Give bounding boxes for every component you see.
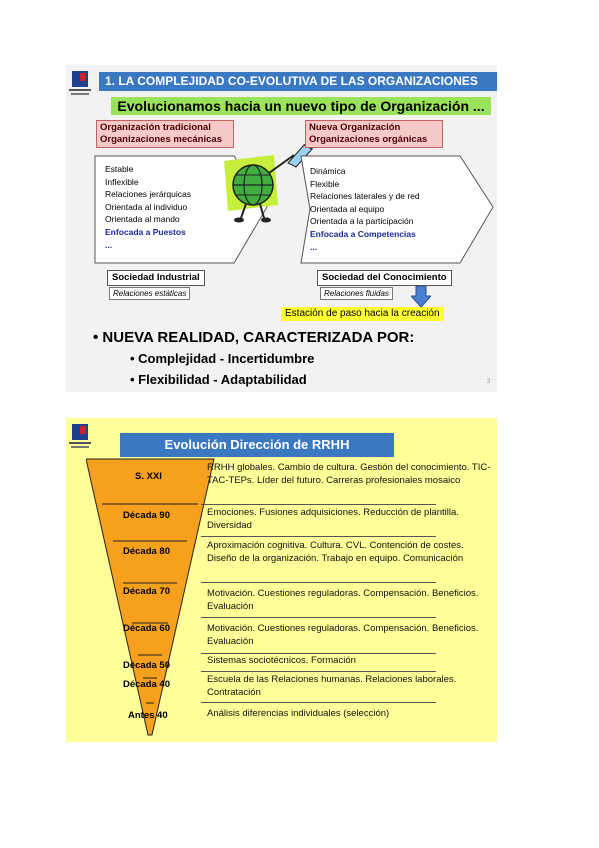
list-item-highlight: Enfocada a Puestos (105, 226, 186, 237)
right-heading-1: Nueva Organización (309, 122, 401, 133)
era-label: Década 70 (123, 586, 171, 597)
era-description: Motivación. Cuestiones reguladoras. Comp… (207, 623, 479, 647)
university-logo (69, 424, 91, 450)
station-label: Estación de paso hacia la creación (281, 307, 444, 321)
evolution-funnel (86, 458, 215, 736)
list-item: ... (310, 241, 318, 252)
sub-bullet-2-text: Flexibilidad - Adaptabilidad (138, 372, 307, 387)
era-description: Escuela de las Relaciones humanas. Relac… (207, 674, 457, 698)
era-label: Década 90 (123, 510, 171, 521)
era-description: Emociones. Fusiones adquisiciones. Reduc… (207, 507, 459, 531)
row-divider (201, 702, 436, 703)
sub-bullet-1-text: Complejidad - Incertidumbre (138, 351, 315, 366)
list-item: Orientada al equipo (310, 203, 385, 214)
list-item: Inflexible (105, 176, 139, 187)
sub-bullet-1: • Complejidad - Incertidumbre (130, 351, 315, 366)
list-item-highlight: Enfocada a Competencias (310, 228, 416, 239)
left-arrow-shape (94, 155, 268, 264)
slide-title: Evolución Dirección de RRHH (120, 433, 394, 457)
list-item: Orientada a la participación (310, 216, 414, 227)
down-arrow-icon (411, 286, 431, 308)
era-description: Análisis diferencias individuales (selec… (207, 708, 390, 719)
era-description: Aproximación cognitiva. Cultura. CVL. Co… (207, 540, 464, 564)
left-relations-label: Relaciones estáticas (109, 287, 191, 300)
row-divider (201, 536, 436, 537)
era-label: Década 40 (123, 679, 171, 690)
list-item: Relaciones laterales y de red (310, 191, 420, 202)
left-society-label: Sociedad Industrial (107, 270, 205, 286)
slide-title: 1. LA COMPLEJIDAD CO-EVOLUTIVA DE LAS OR… (99, 72, 497, 91)
list-item: Orientada al mando (105, 214, 180, 225)
page-number: 3 (487, 379, 491, 385)
list-item: Flexible (310, 178, 340, 189)
list-item: Orientada al individuo (105, 201, 188, 212)
era-label: Década 60 (123, 623, 171, 634)
era-description: Sistemas sociotécnicos. Formación (207, 655, 356, 666)
main-bullet-text: NUEVA REALIDAD, CARACTERIZADA POR: (102, 329, 415, 346)
right-feature-list: Dinámica Flexible Relaciones laterales y… (310, 165, 460, 253)
globe-rocket-icon (224, 135, 317, 223)
right-heading-box: Nueva Organización Organizaciones orgáni… (305, 120, 443, 148)
row-divider (201, 671, 436, 672)
list-item: Estable (105, 164, 134, 174)
era-label: Antes 40 (128, 710, 168, 721)
slide-banner: Evolucionamos hacia un nuevo tipo de Org… (111, 97, 491, 115)
sub-bullet-2: • Flexibilidad - Adaptabilidad (130, 372, 307, 387)
row-divider (201, 617, 436, 618)
main-bullet: • NUEVA REALIDAD, CARACTERIZADA POR: (93, 329, 415, 346)
slide-1: 1. LA COMPLEJIDAD CO-EVOLUTIVA DE LAS OR… (66, 65, 497, 392)
row-divider (201, 582, 436, 583)
left-feature-list: Estable Inflexible Relaciones jerárquica… (105, 163, 230, 251)
era-label: Década 80 (123, 546, 171, 557)
left-heading-1: Organización tradicional (100, 122, 211, 133)
right-society-label: Sociedad del Conocimiento (317, 270, 452, 286)
era-description: RRHH globales. Cambio de cultura. Gestió… (207, 462, 491, 486)
left-heading-box: Organización tradicional Organizaciones … (96, 120, 234, 148)
slide-2: Evolución Dirección de RRHH S. XXI Décad… (66, 418, 497, 742)
era-description: Motivación. Cuestiones reguladoras. Comp… (207, 588, 479, 612)
era-label: Década 50 (123, 660, 171, 671)
university-logo (69, 71, 91, 97)
right-arrow-shape (300, 155, 494, 264)
row-divider (201, 653, 436, 654)
left-heading-2: Organizaciones mecánicas (100, 134, 222, 145)
list-item: ... (105, 239, 113, 250)
right-relations-label: Relaciones fluidas (320, 287, 393, 300)
list-item: Relaciones jerárquicas (105, 189, 191, 200)
row-divider (201, 504, 436, 505)
list-item: Dinámica (310, 166, 346, 176)
era-label: S. XXI (135, 471, 162, 482)
right-heading-2: Organizaciones orgánicas (309, 134, 428, 145)
